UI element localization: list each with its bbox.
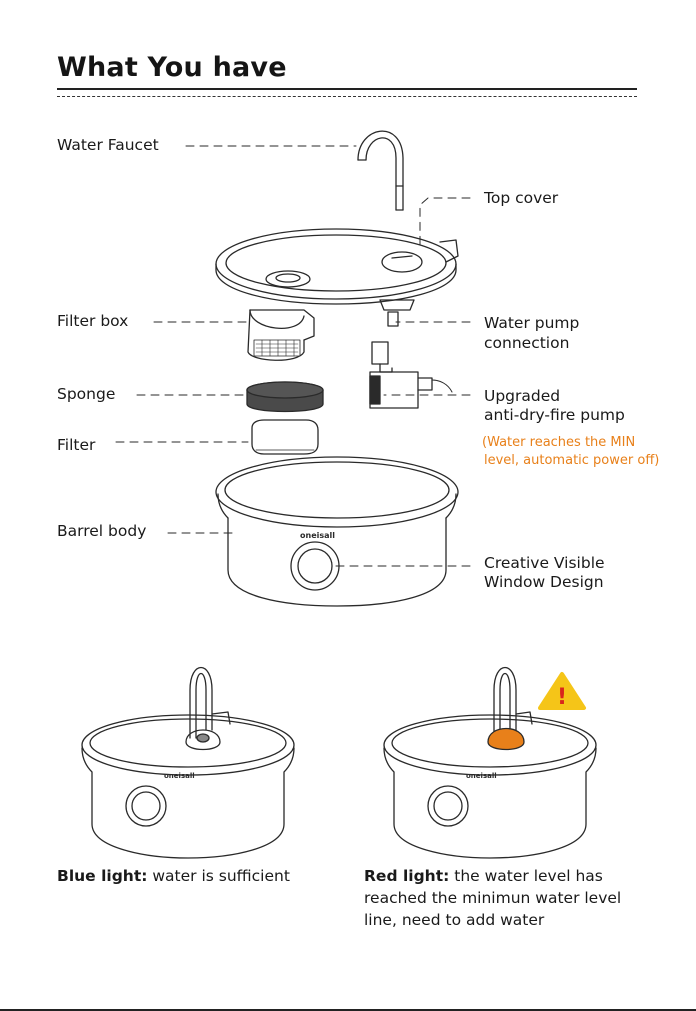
barrel-brand-mark: oneisall	[300, 531, 335, 540]
page-bottom-rule	[0, 1009, 696, 1011]
top-cover-drawing	[215, 228, 459, 327]
label-sponge: Sponge	[57, 385, 116, 403]
caption-blue-light-title: Blue light:	[57, 867, 148, 885]
warning-glyph: !	[557, 685, 567, 710]
label-barrel-body: Barrel body	[57, 522, 147, 540]
pump-drawing	[369, 341, 453, 409]
filter-drawing	[251, 419, 319, 455]
faucet-drawing	[357, 130, 404, 211]
fountain-blue-light	[81, 666, 295, 859]
caption-red-light-text: the water level has reached the minimun …	[364, 867, 622, 929]
page-title: What You have	[57, 52, 287, 83]
label-water-pump-line1: Water pump	[484, 314, 580, 332]
label-top-cover: Top cover	[484, 189, 559, 207]
caption-red-light-title: Red light:	[364, 867, 450, 885]
label-filter-box: Filter box	[57, 312, 129, 330]
label-filter: Filter	[57, 436, 96, 454]
title-underline	[57, 88, 637, 90]
label-visible-window-line2: Window Design	[484, 573, 604, 591]
label-visible-window-line1: Creative Visible	[484, 554, 605, 572]
label-pump-note-line1: (Water reaches the MIN	[482, 435, 636, 450]
leader-lines	[115, 145, 471, 567]
warning-icon: !	[538, 672, 586, 710]
caption-red-light: Red light: the water level has reached t…	[364, 865, 654, 931]
caption-blue-light: Blue light: water is sufficient	[57, 865, 327, 887]
blue-fountain-brand-mark: oneisall	[164, 772, 195, 780]
label-upgraded-pump-line1: Upgraded	[484, 387, 561, 405]
fountain-red-light	[383, 666, 597, 859]
filter-box-drawing	[247, 309, 315, 361]
red-fountain-brand-mark: oneisall	[466, 772, 497, 780]
caption-blue-light-text: water is sufficient	[147, 867, 290, 885]
title-dashed-divider	[57, 96, 637, 97]
label-upgraded-pump-line2: anti-dry-fire pump	[484, 406, 625, 424]
label-water-faucet: Water Faucet	[57, 136, 159, 154]
label-water-pump-line2: connection	[484, 334, 570, 352]
label-pump-note-line2: level, automatic power off)	[484, 453, 660, 468]
sponge-drawing	[246, 381, 324, 413]
barrel-body-drawing	[215, 456, 459, 607]
